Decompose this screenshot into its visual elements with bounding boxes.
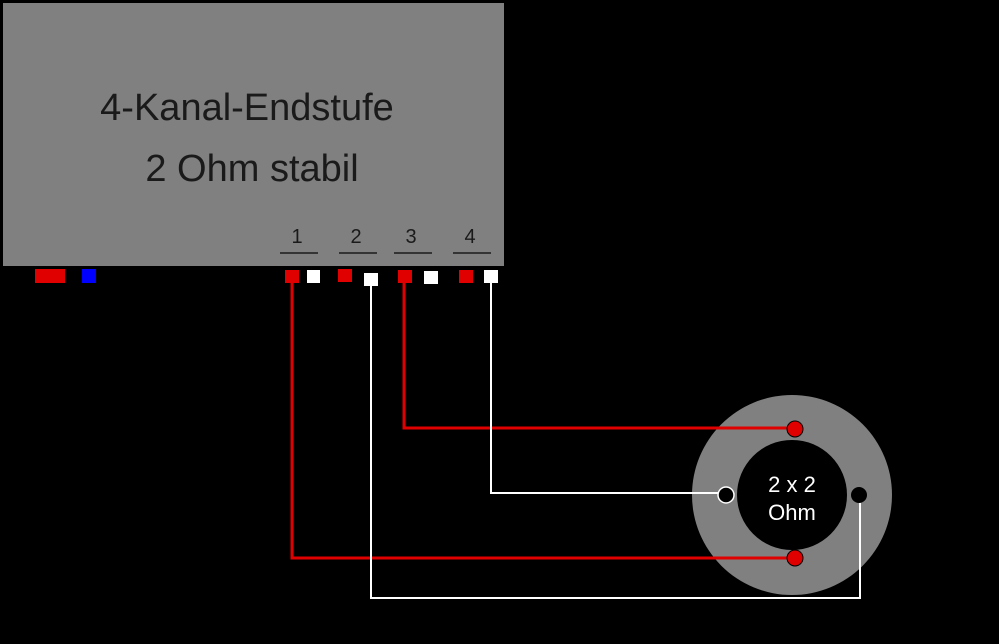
amplifier-body: [3, 3, 504, 266]
channel-label-4: 4: [464, 226, 475, 248]
terminal-ch1-negative: [307, 270, 320, 283]
speaker-terminal-right-negative: [851, 487, 867, 503]
speaker-label-line2: Ohm: [768, 500, 816, 525]
power-terminal-positive: [35, 269, 65, 283]
wire-ch4-negative: [490, 283, 724, 494]
terminal-ch1-positive: [285, 270, 299, 283]
channel-label-2: 2: [350, 226, 361, 248]
speaker-terminal-top-positive: [786, 420, 804, 438]
speaker-terminal-left-negative: [717, 486, 735, 504]
amplifier-title-line2: 2 Ohm stabil: [145, 148, 358, 190]
power-terminal-negative: [82, 269, 96, 283]
terminal-ch2-positive: [338, 269, 352, 282]
wire-ch1-positive: [290, 283, 795, 560]
terminal-ch4-positive: [459, 270, 473, 283]
speaker-label-line1: 2 x 2: [768, 472, 816, 497]
wire-ch3-positive: [402, 283, 795, 430]
terminal-ch2-negative: [364, 273, 378, 286]
channel-label-1: 1: [291, 226, 302, 248]
speaker-cone: [737, 440, 847, 550]
amplifier-title-line1: 4-Kanal-Endstufe: [100, 87, 394, 129]
terminal-ch3-negative: [424, 271, 438, 284]
speaker-terminal-bottom-positive: [786, 549, 804, 567]
terminal-ch4-negative: [484, 270, 498, 283]
wire-ch2-negative: [370, 286, 861, 599]
terminal-ch3-positive: [398, 270, 412, 283]
channel-label-3: 3: [405, 226, 416, 248]
